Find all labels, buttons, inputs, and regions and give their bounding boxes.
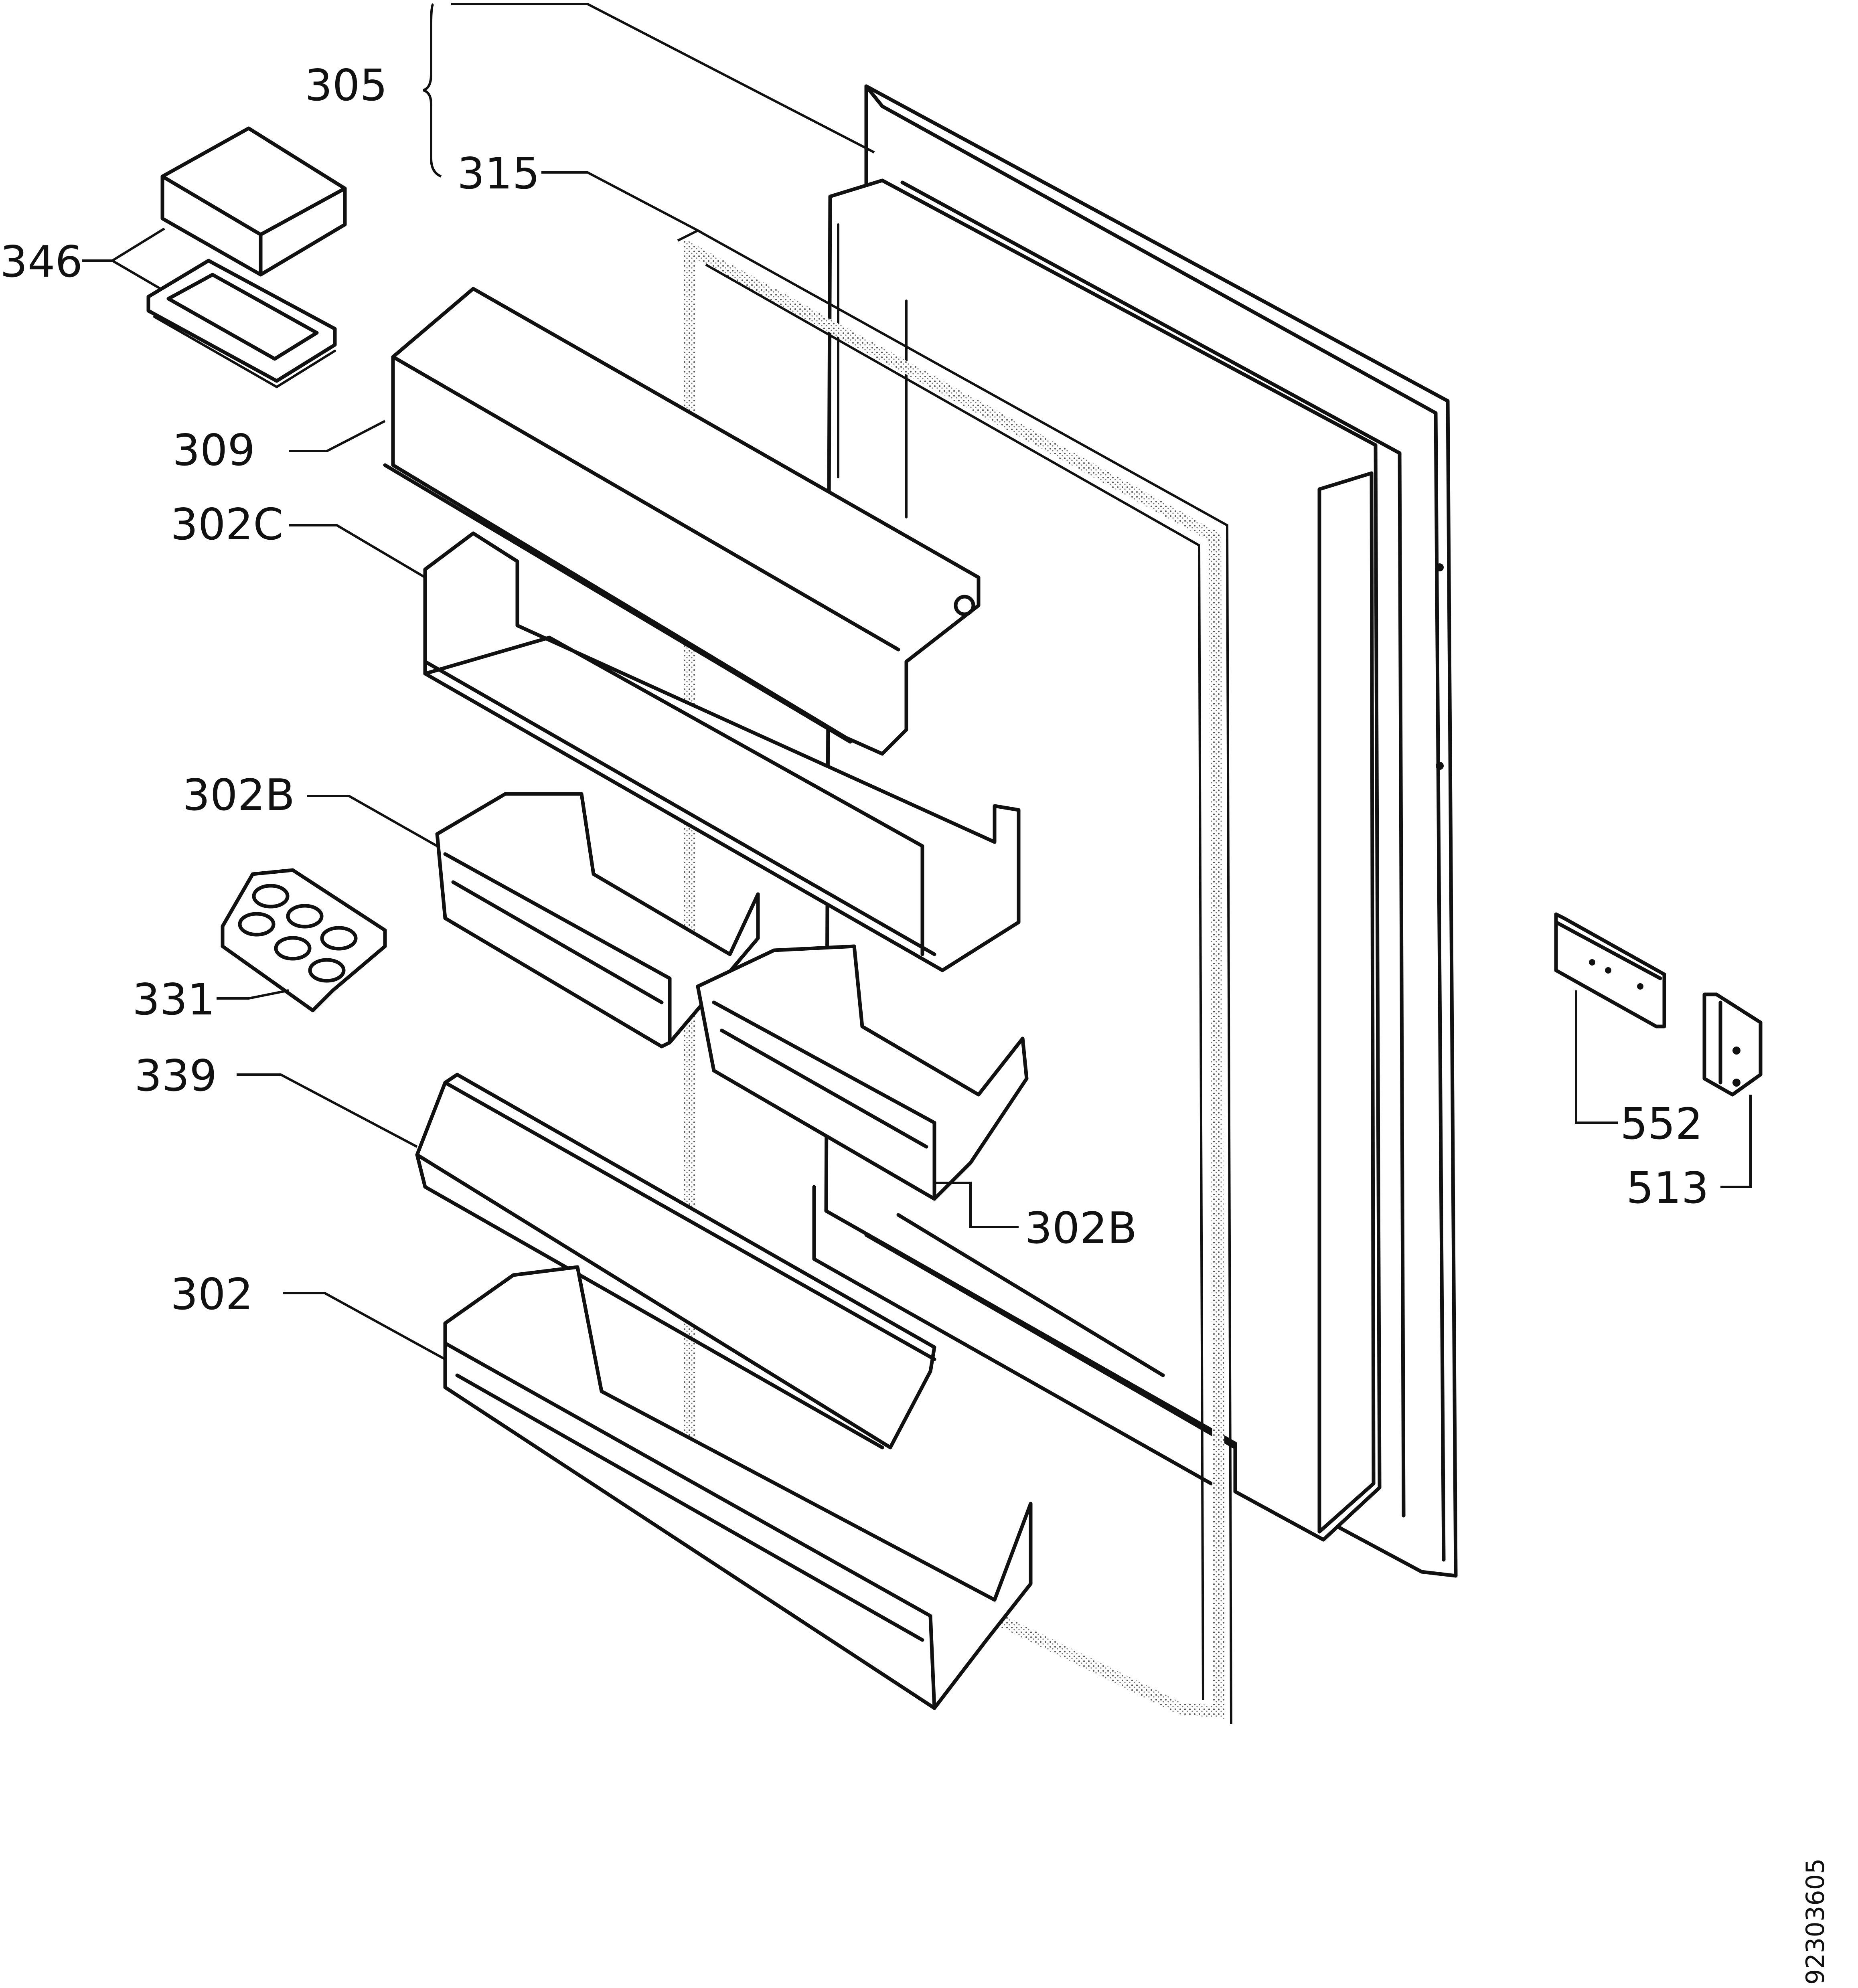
- leader-339: [237, 1073, 418, 1148]
- leader-302b-left: [307, 795, 438, 847]
- leader-lines: [82, 3, 1752, 1360]
- label-513: 513: [1626, 1163, 1709, 1213]
- leader-309: [289, 420, 386, 452]
- part-513-hinge-bracket: [1702, 992, 1763, 1097]
- part-302-bottom-shelf: [443, 1265, 1033, 1710]
- part-309-flap: [383, 287, 981, 756]
- document-number: 92303605: [1801, 1858, 1830, 1985]
- label-305: 305: [305, 61, 387, 111]
- label-309: 309: [172, 425, 255, 476]
- brace-305: [423, 3, 442, 178]
- label-302: 302: [170, 1269, 253, 1320]
- label-331: 331: [132, 975, 215, 1025]
- leader-346: [82, 227, 165, 290]
- leader-331: [217, 989, 289, 1000]
- leader-315: [541, 171, 703, 234]
- part-302c-shelf: [423, 531, 1021, 972]
- part-302b-right-shelf: [696, 944, 1029, 1201]
- label-302c: 302C: [170, 500, 284, 550]
- leader-305: [451, 3, 875, 154]
- part-346-frame: [146, 259, 337, 389]
- label-302b-left: 302B: [182, 770, 295, 820]
- part-302b-left-shelf: [435, 792, 760, 1049]
- part-346-cover: [160, 126, 347, 277]
- label-346: 346: [0, 237, 83, 287]
- part-331-egg-tray: [221, 868, 387, 1012]
- leader-302: [283, 1292, 446, 1360]
- leader-302c: [289, 524, 426, 579]
- label-315: 315: [457, 149, 540, 199]
- label-552: 552: [1620, 1099, 1703, 1149]
- label-302b-right: 302B: [1025, 1203, 1137, 1253]
- leader-552: [1575, 990, 1618, 1124]
- door-inner-liner: [812, 178, 1406, 1542]
- leader-513: [1720, 1095, 1752, 1188]
- callout-labels: 305 315 346 309 302C 302B 331 339 302 30…: [0, 61, 1709, 1320]
- leader-302b-right: [934, 1182, 1019, 1228]
- part-339-bottle-retainer: [415, 1073, 936, 1449]
- label-339: 339: [134, 1051, 217, 1101]
- part-552-hinge-plate: [1554, 912, 1666, 1028]
